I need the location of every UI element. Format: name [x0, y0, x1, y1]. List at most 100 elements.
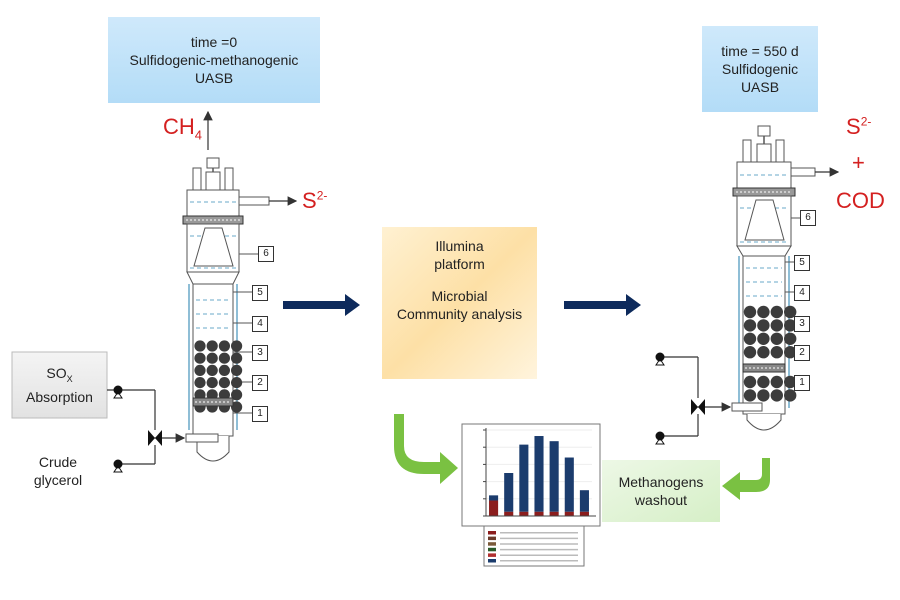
washout-box-bg [602, 460, 720, 522]
chart-bar [504, 511, 514, 516]
granule [784, 305, 797, 319]
granule [218, 352, 230, 364]
granule [231, 401, 243, 413]
granule [784, 332, 797, 345]
sox-box-bg [11, 351, 108, 419]
pump-icon [113, 385, 123, 395]
washout-box: Methanogens washout [602, 460, 720, 522]
crude-glycerol-label: Crude glycerol [33, 454, 83, 488]
port-label: 5 [252, 285, 268, 301]
analysis-box: Illumina platform Microbial Community an… [382, 227, 537, 379]
final-time-label: time = 550 d [721, 43, 799, 59]
granule [206, 377, 218, 389]
chart-legend [483, 525, 585, 567]
granule [743, 319, 757, 332]
chart-bar [564, 511, 574, 516]
chart-legend-swatch [488, 559, 496, 563]
analysis-line-4: Community analysis [396, 306, 523, 322]
port-label: 4 [794, 285, 810, 301]
port-label: 6 [258, 246, 274, 262]
initial-reactor-name: UASB [194, 70, 234, 86]
granule [218, 364, 230, 376]
granule [231, 352, 243, 364]
right-feed-piping [655, 352, 732, 445]
granule [743, 346, 757, 359]
granule [194, 352, 206, 364]
chart-bar [564, 457, 574, 512]
chart-bar [519, 511, 529, 516]
green-arrow-down-right [394, 414, 458, 484]
washout-line-2: washout [634, 492, 688, 508]
analysis-line-1: Illumina [435, 238, 484, 254]
absorption-label: Absorption [26, 388, 93, 405]
right-reactor [731, 125, 840, 431]
final-reactor-name: UASB [740, 79, 780, 95]
ch4-label: CH4 [163, 114, 203, 143]
granule [218, 340, 230, 352]
center-box-bg [382, 227, 537, 379]
chart-legend-swatch [488, 531, 496, 535]
pump-icon [655, 352, 665, 362]
granule [218, 377, 230, 389]
chart-bar [504, 473, 514, 512]
port-label: 2 [252, 375, 268, 391]
port-label: 3 [252, 345, 268, 361]
plus-label: + [852, 150, 865, 175]
chart-bar [549, 441, 559, 512]
final-reactor-type: Sulfidogenic [721, 61, 799, 77]
granule [757, 305, 770, 319]
granule [757, 319, 770, 332]
pump-icon [113, 459, 123, 469]
left-feed-piping [107, 385, 186, 473]
chart-bar [579, 511, 589, 516]
process-arrow-1 [283, 294, 360, 316]
left-reactor [182, 157, 298, 462]
granule [743, 332, 757, 345]
analysis-line-2: platform [434, 256, 485, 272]
bar-chart [461, 423, 601, 567]
port-label: 4 [252, 316, 268, 332]
granule [757, 389, 770, 402]
granule [770, 305, 783, 319]
granule [757, 375, 770, 389]
chart-bar [489, 495, 499, 501]
granule [206, 352, 218, 364]
chart-bar [489, 500, 499, 516]
granule [770, 332, 783, 345]
granule [784, 389, 797, 402]
granule [231, 377, 243, 389]
granule [231, 340, 243, 352]
granule [770, 389, 783, 402]
initial-reactor-type: Sulfidogenic-methanogenic [129, 52, 299, 68]
granule [194, 364, 206, 376]
chart-legend-swatch [488, 547, 496, 552]
chart-bar [534, 436, 544, 512]
analysis-line-3: Microbial [431, 288, 488, 304]
granule [757, 332, 770, 345]
washout-line-1: Methanogens [618, 474, 704, 490]
sulfide-right-label: S2- [846, 114, 872, 139]
chart-legend-swatch [488, 553, 496, 557]
green-arrow-left [722, 458, 770, 500]
sulfide-left-label: S2- [302, 188, 328, 213]
port-label: 1 [794, 375, 810, 391]
granule [194, 377, 206, 389]
chart-bar [549, 511, 559, 516]
port-label: 6 [800, 210, 816, 226]
granule [743, 375, 757, 389]
pump-icon [655, 431, 665, 441]
final-reactor-label: time = 550 d Sulfidogenic UASB [702, 26, 818, 112]
granule [231, 389, 243, 401]
granule [770, 375, 783, 389]
port-label: 2 [794, 345, 810, 361]
granule [757, 346, 770, 359]
cod-label: COD [836, 188, 885, 213]
granule [743, 305, 757, 319]
chart-bar [534, 511, 544, 516]
chart-bar [519, 444, 529, 512]
chart-legend-swatch [488, 542, 496, 546]
initial-time-label: time =0 [190, 34, 238, 50]
sox-absorption-box: SOX Absorption [12, 352, 107, 418]
granule [770, 346, 783, 359]
